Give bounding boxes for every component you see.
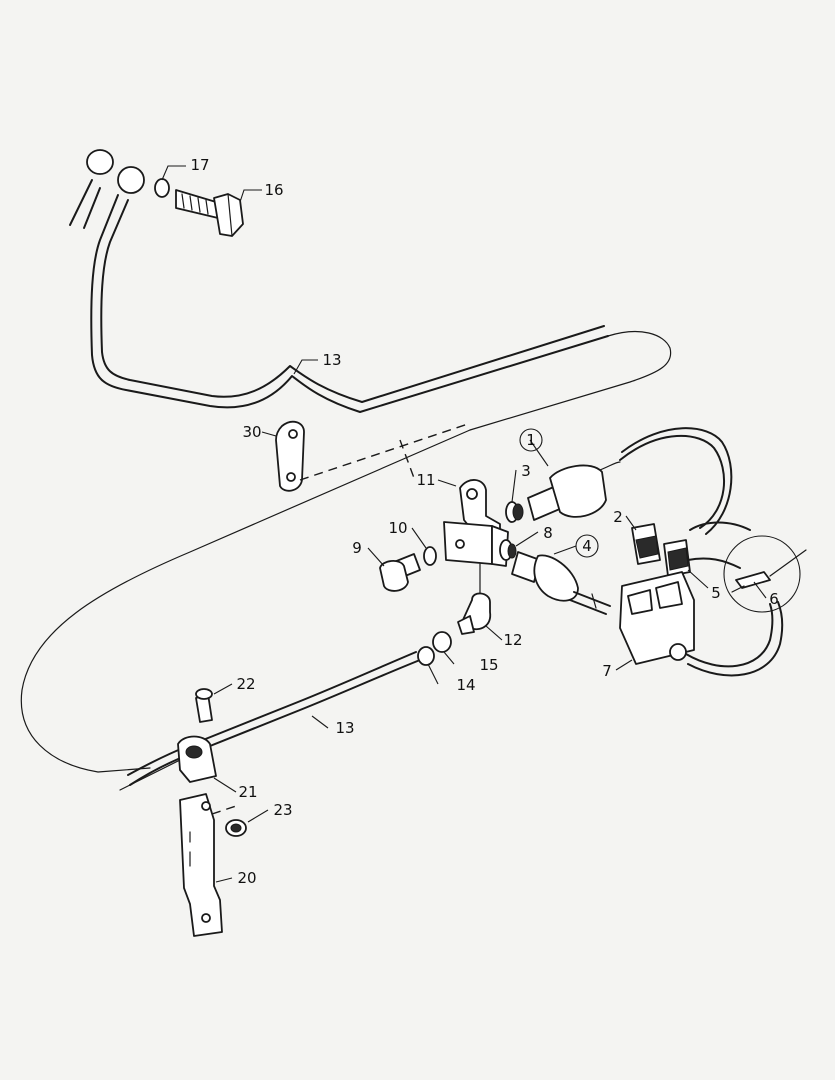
lower-pipe-loop [20,429,471,791]
callout-21: 21 [238,783,257,801]
callout-16: 16 [264,181,283,199]
callout-7: 7 [602,662,612,680]
callout-10: 10 [388,519,407,537]
callout-14: 14 [456,676,475,694]
callout-labels: 1 2 3 4 5 6 7 8 9 10 11 12 13 13 14 15 1… [190,156,778,887]
leader-lines [161,165,767,883]
junction-block-11 [443,479,509,595]
upper-pipe [69,149,672,431]
callout-8: 8 [543,524,553,542]
callout-17: 17 [190,156,209,174]
clip-and-bracket [177,688,247,937]
banjo-bolt-9 [379,546,437,592]
callout-13-upper: 13 [322,351,341,369]
callout-20: 20 [237,869,256,887]
callout-5: 5 [711,584,721,602]
elbow-union-12 [417,592,492,666]
callout-4: 4 [582,537,592,555]
callout-circle-4 [575,534,599,558]
callout-circle-1 [519,428,543,452]
callout-2: 2 [613,508,623,526]
callout-12: 12 [503,631,522,649]
holder-7 [619,571,784,677]
detail-6 [723,535,807,613]
callout-3: 3 [521,462,531,480]
callout-11: 11 [416,471,435,489]
callout-23: 23 [273,801,292,819]
bracket-30 [275,420,469,492]
pressure-sensor-4 [499,539,611,615]
callout-13-lower: 13 [335,719,354,737]
callout-1: 1 [526,431,536,449]
callout-6: 6 [769,590,779,608]
connectors-2-5 [631,521,751,577]
callout-22: 22 [236,675,255,693]
pressure-switch-1 [505,427,733,535]
callout-15: 15 [479,656,498,674]
callout-9: 9 [352,539,362,557]
callout-30: 30 [242,423,261,441]
